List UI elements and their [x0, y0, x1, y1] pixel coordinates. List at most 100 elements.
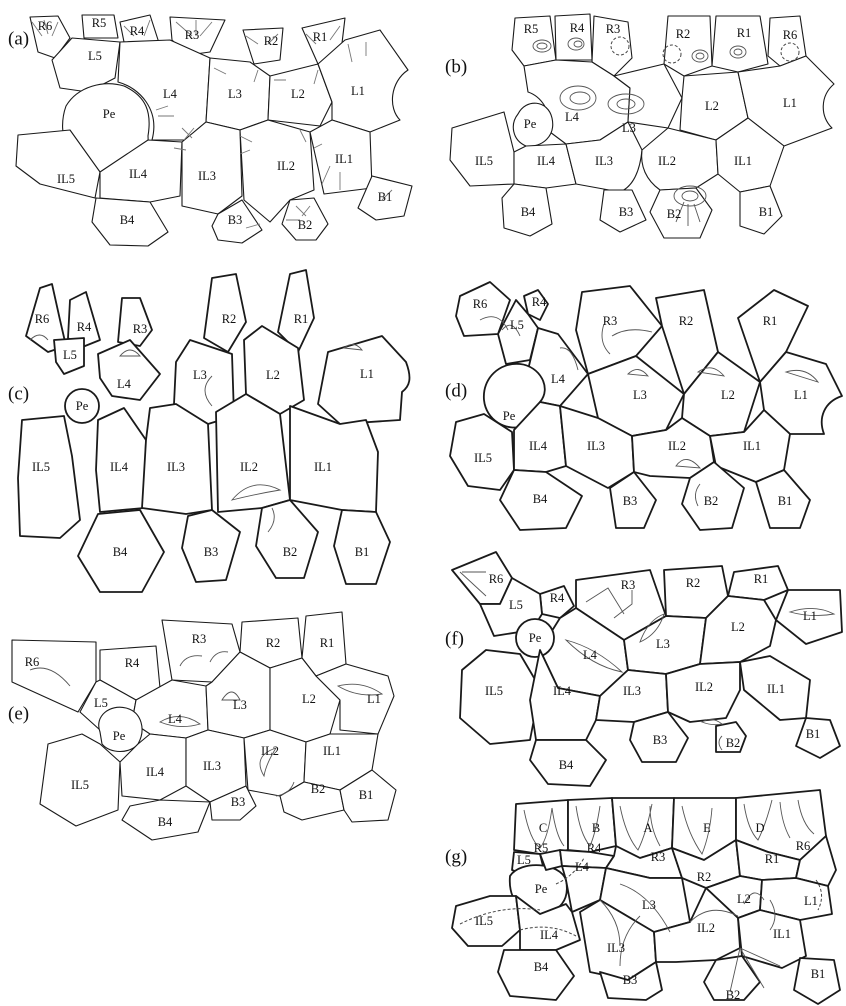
label-c-L2: L2: [266, 368, 280, 382]
label-b-Pe: Pe: [524, 117, 537, 131]
label-c-R2: R2: [222, 312, 237, 326]
label-f-B2: B2: [726, 736, 741, 750]
label-g-IL3: IL3: [607, 941, 625, 955]
label-g-R5: R5: [534, 841, 549, 855]
label-g-L3: L3: [642, 898, 656, 912]
label-e-IL3: IL3: [203, 759, 221, 773]
label-e-R4: R4: [125, 656, 140, 670]
label-f-B4: B4: [559, 758, 574, 772]
label-d-L5: L5: [510, 318, 524, 332]
plate-c-IL5: [18, 416, 80, 538]
label-e-IL4: IL4: [146, 765, 165, 779]
label-f-IL4: IL4: [553, 684, 572, 698]
label-f-IL2: IL2: [695, 680, 713, 694]
label-g-IL2: IL2: [697, 921, 715, 935]
label-a-R5: R5: [92, 16, 107, 30]
label-b-L4: L4: [565, 110, 580, 124]
label-g-L2: L2: [737, 892, 751, 906]
label-b-R4: R4: [570, 21, 585, 35]
label-b-R2: R2: [676, 27, 691, 41]
panel-g-label: (g): [445, 846, 467, 867]
label-e-IL1: IL1: [323, 744, 341, 758]
label-a-Pe: Pe: [103, 107, 116, 121]
label-a-R2: R2: [264, 34, 279, 48]
plate-b-R2: [664, 16, 712, 76]
panel-g: (g) C B: [445, 790, 840, 1004]
label-a-R4: R4: [130, 24, 145, 38]
label-d-B3: B3: [623, 494, 638, 508]
plate-c-IL1: [290, 406, 378, 512]
label-f-L5: L5: [509, 598, 523, 612]
label-d-IL4: IL4: [529, 439, 548, 453]
panel-d: (d) R6 R4 L: [445, 282, 842, 530]
label-g-D: D: [755, 821, 764, 835]
label-e-L4: L4: [168, 712, 183, 726]
label-c-IL2: IL2: [240, 460, 258, 474]
label-a-IL3: IL3: [198, 169, 216, 183]
label-g-B4: B4: [534, 960, 549, 974]
label-a-L4: L4: [163, 87, 178, 101]
label-e-R3: R3: [192, 632, 207, 646]
label-g-R1: R1: [765, 852, 780, 866]
label-d-R6: R6: [473, 297, 488, 311]
label-c-L5: L5: [63, 348, 77, 362]
panel-a-label: (a): [8, 28, 29, 49]
label-b-IL4: IL4: [537, 154, 556, 168]
label-d-R4: R4: [532, 295, 547, 309]
plate-d-R3: [576, 286, 662, 374]
label-f-B1: B1: [806, 727, 821, 741]
label-g-C: C: [539, 821, 547, 835]
label-b-IL2: IL2: [658, 154, 676, 168]
label-g-E: E: [703, 821, 711, 835]
label-c-IL1: IL1: [314, 460, 332, 474]
label-a-L5: L5: [88, 49, 102, 63]
label-d-IL1: IL1: [743, 439, 761, 453]
label-f-R2: R2: [686, 576, 701, 590]
label-d-IL5: IL5: [474, 451, 492, 465]
label-b-L3: L3: [622, 121, 636, 135]
label-c-IL3: IL3: [167, 460, 185, 474]
panel-a: (a) R6 R5 R4 R3 R2 R1 L5 L4: [8, 15, 412, 246]
label-f-B3: B3: [653, 733, 668, 747]
plate-g-B4: [498, 950, 574, 1000]
label-b-R5: R5: [524, 22, 539, 36]
label-c-R4: R4: [77, 320, 92, 334]
label-d-IL3: IL3: [587, 439, 605, 453]
label-d-R2: R2: [679, 314, 694, 328]
label-b-IL1: IL1: [734, 154, 752, 168]
label-d-L2: L2: [721, 388, 735, 402]
label-b-IL5: IL5: [475, 154, 493, 168]
label-c-L3: L3: [193, 368, 207, 382]
label-d-L1: L1: [794, 388, 808, 402]
panel-c: (c) R6 R4 L5 R3: [8, 270, 409, 592]
label-c-L1: L1: [360, 367, 374, 381]
label-f-L1: L1: [803, 609, 817, 623]
label-e-R1: R1: [320, 636, 335, 650]
label-e-L5: L5: [94, 696, 108, 710]
label-a-IL1: IL1: [335, 152, 353, 166]
plate-c-L4: [98, 340, 160, 400]
label-d-IL2: IL2: [668, 439, 686, 453]
label-a-L1: L1: [351, 84, 365, 98]
label-g-IL5: IL5: [475, 914, 493, 928]
label-f-IL3: IL3: [623, 684, 641, 698]
label-g-B1: B1: [811, 967, 826, 981]
plate-c-B2: [256, 500, 318, 578]
label-g-B: B: [592, 821, 600, 835]
label-g-R3: R3: [651, 850, 666, 864]
label-c-L4: L4: [117, 377, 132, 391]
label-f-Pe: Pe: [529, 631, 542, 645]
label-f-R4: R4: [550, 591, 565, 605]
label-b-L1: L1: [783, 96, 797, 110]
label-d-L4: L4: [551, 372, 566, 386]
label-e-R2: R2: [266, 636, 281, 650]
label-c-R3: R3: [133, 322, 148, 336]
label-c-R6: R6: [35, 312, 50, 326]
label-g-B2: B2: [726, 988, 741, 1002]
label-b-R1: R1: [737, 26, 752, 40]
label-b-B2: B2: [667, 207, 682, 221]
label-a-IL2: IL2: [277, 159, 295, 173]
label-a-B3: B3: [228, 213, 243, 227]
panel-b: (b): [445, 14, 834, 238]
panel-f: (f) R6 R4 L5: [445, 552, 842, 786]
